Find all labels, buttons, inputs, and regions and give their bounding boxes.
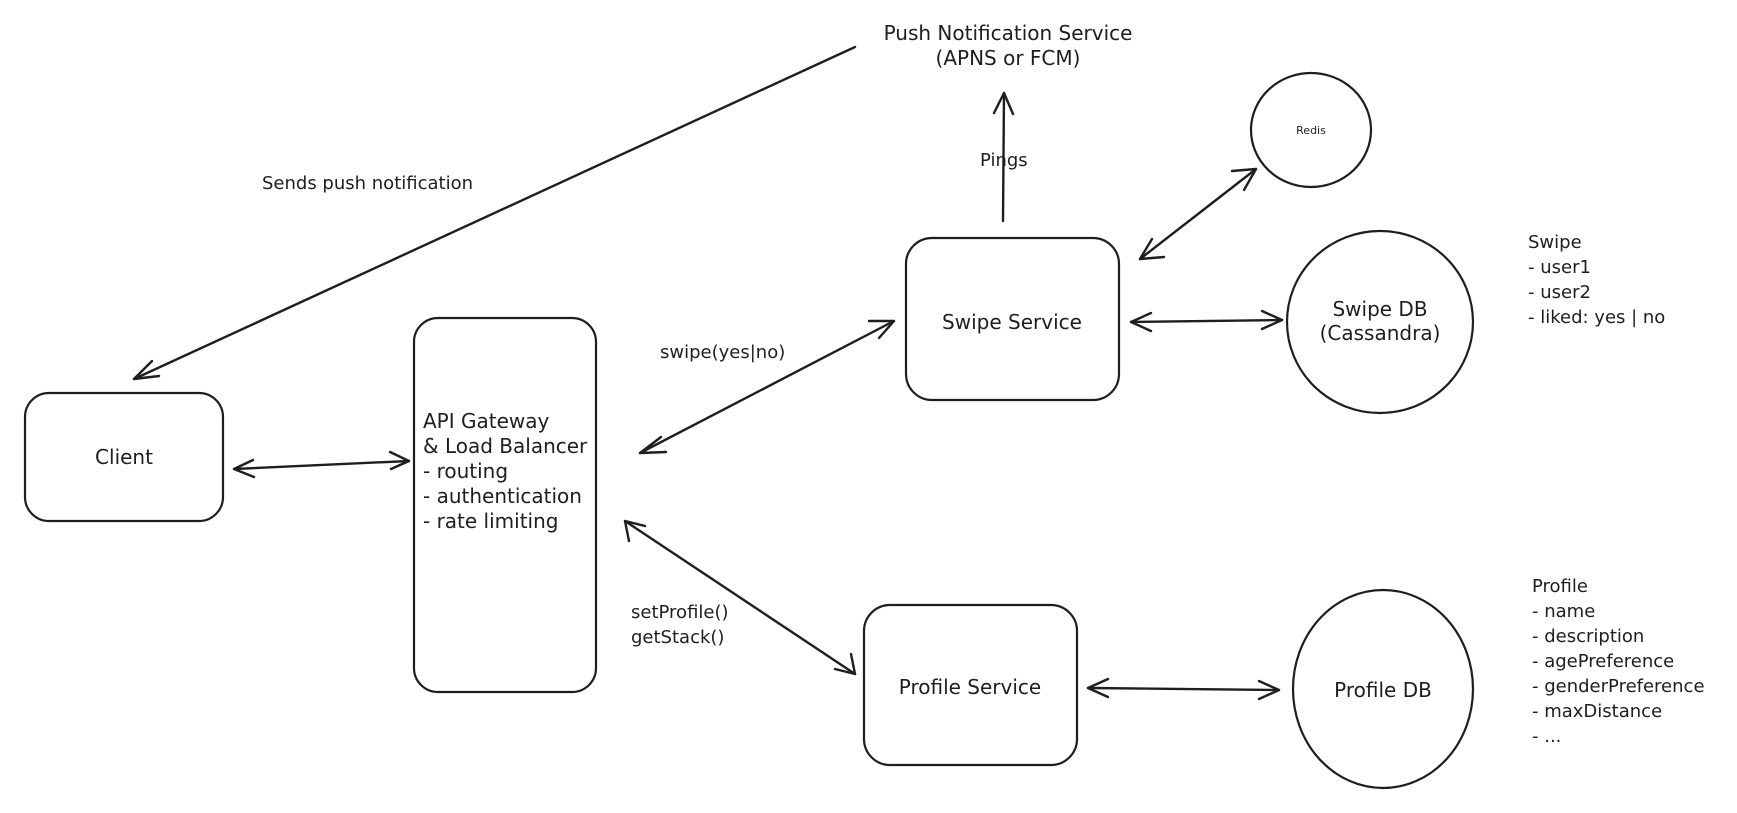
profile-calls-line-1: setProfile()	[631, 602, 729, 623]
swipe-service-node: Swipe Service	[904, 236, 1121, 402]
push-service-line-2: (APNS or FCM)	[936, 46, 1081, 70]
swipe-service-label: Swipe Service	[942, 310, 1082, 334]
profile-service-node: Profile Service	[862, 603, 1079, 767]
arrow-swipe-swipedb	[1129, 309, 1284, 333]
swipe-schema-title: Swipe	[1528, 232, 1582, 253]
profile-calls-line-2: getStack()	[631, 627, 724, 648]
arrow-client-gateway	[232, 450, 411, 479]
arrow-gateway-profile	[623, 519, 857, 676]
arrow-gateway-swipe	[638, 319, 896, 455]
swipe-service-box	[904, 236, 1121, 402]
push-service-node: Push Notification Service (APNS or FCM)	[884, 21, 1133, 70]
api-gateway-node: API Gateway & Load Balancer - routing - …	[412, 316, 598, 694]
arrow-swipe-redis	[1138, 167, 1258, 261]
profile-db-node: Profile DB	[1291, 588, 1475, 790]
profile-schema-note: Profile - name - description - agePrefer…	[1532, 576, 1705, 747]
pings-label: Pings	[980, 150, 1028, 171]
swipe-schema-note: Swipe - user1 - user2 - liked: yes | no	[1528, 232, 1665, 328]
api-gateway-line-1: API Gateway	[423, 409, 550, 433]
profile-schema-field: - maxDistance	[1532, 701, 1662, 722]
swipe-db-circle	[1285, 229, 1475, 415]
profile-schema-field: - genderPreference	[1532, 676, 1705, 697]
client-node: Client	[23, 391, 225, 523]
api-gateway-line-2: & Load Balancer	[423, 434, 588, 458]
profile-service-box	[862, 603, 1079, 767]
swipe-schema-field: - user2	[1528, 282, 1591, 303]
redis-node: Redis	[1249, 71, 1373, 189]
api-gateway-line-3: - routing	[423, 459, 508, 483]
redis-label: Redis	[1296, 124, 1326, 137]
profile-schema-title: Profile	[1532, 576, 1588, 597]
profile-schema-field: - ...	[1532, 726, 1561, 747]
swipe-db-line-1: Swipe DB	[1332, 297, 1427, 321]
arrow-swipe-to-push	[992, 91, 1015, 223]
profile-schema-field: - description	[1532, 626, 1644, 647]
swipe-schema-field: - liked: yes | no	[1528, 307, 1665, 328]
profile-db-circle	[1291, 588, 1475, 790]
push-service-line-1: Push Notification Service	[884, 21, 1133, 45]
profile-db-label: Profile DB	[1334, 678, 1432, 702]
api-gateway-line-5: - rate limiting	[423, 509, 558, 533]
arrow-profile-profiledb	[1086, 677, 1281, 701]
api-gateway-box	[412, 316, 598, 694]
swipe-db-line-2: (Cassandra)	[1320, 321, 1441, 345]
swipe-call-label: swipe(yes|no)	[660, 342, 785, 363]
client-label: Client	[95, 445, 153, 469]
client-box	[23, 391, 225, 523]
profile-schema-field: - agePreference	[1532, 651, 1674, 672]
redis-circle	[1249, 71, 1373, 189]
api-gateway-line-4: - authentication	[423, 484, 582, 508]
swipe-schema-field: - user1	[1528, 257, 1591, 278]
sends-push-label: Sends push notification	[262, 173, 473, 194]
profile-service-label: Profile Service	[899, 675, 1041, 699]
swipe-db-node: Swipe DB (Cassandra)	[1285, 229, 1475, 415]
arrow-push-to-client	[132, 45, 857, 381]
profile-schema-field: - name	[1532, 601, 1595, 622]
